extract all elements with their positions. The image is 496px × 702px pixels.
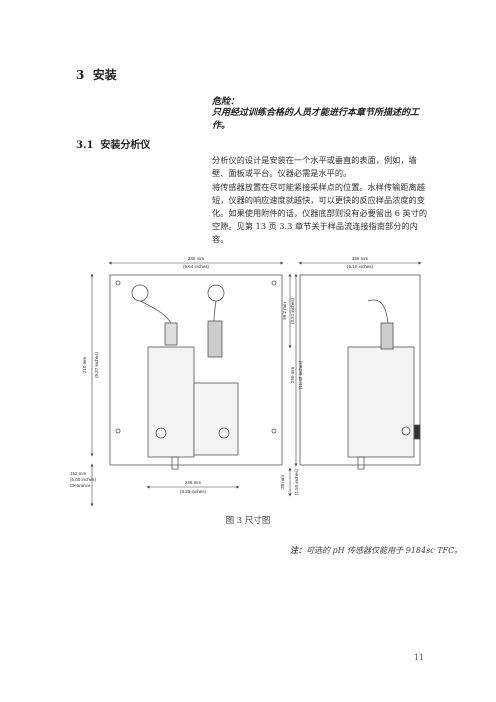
- flow-chamber-box: [193, 382, 239, 456]
- knob-right: [218, 427, 230, 439]
- dim-small-mid-in: (3.51 inches): [290, 297, 295, 324]
- dimension-drawing: 245 mm (9.64 inches) 155 mm (6.10 inches…: [70, 256, 422, 507]
- dim-small-right: 38 mm: [280, 475, 285, 489]
- sensor-left: [164, 322, 178, 346]
- dim-height-mid: 290 mm: [290, 367, 295, 384]
- dim-small-right-in: (1.50 inches): [294, 468, 299, 495]
- danger-text: 只用经过训练合格的人员才能进行本章节所描述的工作。: [212, 108, 420, 131]
- sensor-right: [207, 320, 223, 358]
- subsection-number: 3.1: [76, 140, 94, 151]
- flow-cell-right: [207, 284, 225, 302]
- side-knob: [401, 426, 411, 436]
- note-text: 可选的 pH 传感器仅能用于 9184sc TFC。: [306, 546, 463, 555]
- subsection-title-text: 安装分析仪: [100, 140, 151, 151]
- dim-clearance-label: Clearance: [70, 483, 91, 488]
- side-cable: [367, 299, 389, 326]
- dim-width-bottom-in: (9.28 inches): [180, 489, 207, 494]
- dim-height-left-in: (8.27 inches): [94, 351, 99, 378]
- note-label: 注：: [290, 545, 306, 555]
- side-sensor: [380, 322, 394, 350]
- dim-depth-top-in: (6.10 inches): [347, 264, 374, 269]
- dim-depth-top: 155 mm: [352, 256, 369, 261]
- paragraph-mounting: 分析仪的设计是安装在一个水平或垂直的表面，例如，墙壁、面板或平台。仪器必需是水平…: [212, 155, 417, 178]
- front-panel: [109, 274, 283, 466]
- sensor-cable-right: [213, 300, 217, 322]
- page-number: 11: [414, 653, 425, 662]
- dim-clearance: 152 mm: [70, 471, 87, 476]
- knob-left: [155, 427, 167, 439]
- mount-hole: [271, 428, 277, 434]
- sensor-cable-left: [139, 300, 172, 326]
- section-title-text: 安装: [92, 68, 117, 82]
- side-controller: [347, 346, 415, 458]
- dim-width-top: 245 mm: [188, 256, 205, 261]
- note: 注：可选的 pH 传感器仅能用于 9184sc TFC。: [290, 545, 462, 556]
- flow-cell-left: [131, 284, 149, 302]
- side-port: [413, 424, 421, 440]
- side-panel: [299, 274, 421, 466]
- danger-label: 危险：: [212, 97, 240, 107]
- dim-height-mid-in: (11.42 inches): [298, 360, 303, 389]
- section-number: 3: [76, 68, 85, 82]
- subsection-title: 3.1 安装分析仪: [76, 136, 150, 151]
- dim-small-mid: 89.2 mm: [282, 302, 287, 320]
- dim-width-top-in: (9.64 inches): [183, 264, 210, 269]
- mount-hole: [115, 428, 121, 434]
- side-drain: [357, 456, 365, 470]
- controller-box: [147, 346, 195, 458]
- paragraph-sensor-placement: 将传感器放置在尽可能紧接采样点的位置。水样传输距离越短，仪器的响应速度就越快，可…: [212, 182, 428, 244]
- mount-hole: [115, 280, 121, 286]
- dim-width-bottom: 236 mm: [185, 480, 202, 485]
- dim-clearance-in: (6.00 inches): [70, 477, 97, 482]
- dim-height-left: 210 mm: [82, 357, 87, 374]
- figure-caption: 图 3 尺寸图: [225, 516, 271, 526]
- drain-fitting: [171, 456, 179, 470]
- mount-hole: [271, 280, 277, 286]
- section-title: 3 安装: [76, 66, 117, 83]
